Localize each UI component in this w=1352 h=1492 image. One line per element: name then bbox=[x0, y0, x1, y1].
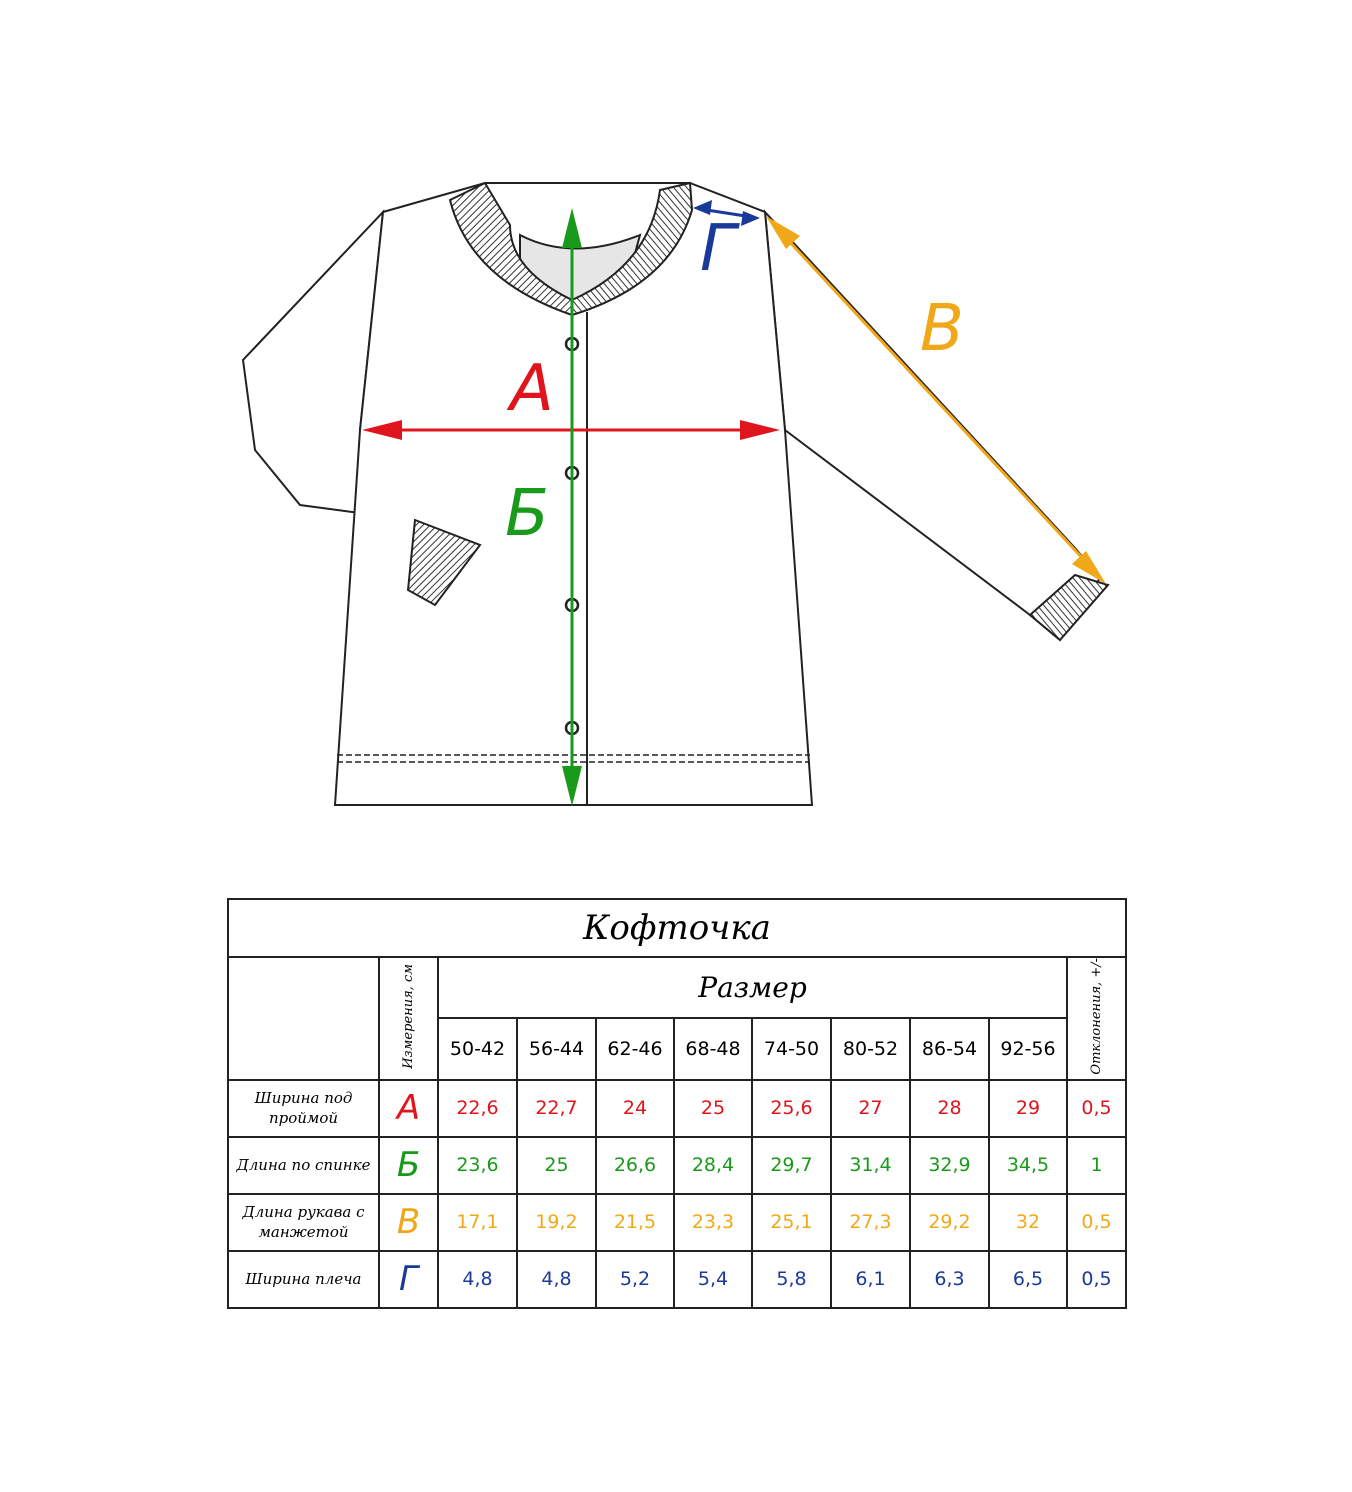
size-header-cell: 68-48 bbox=[673, 1017, 753, 1081]
deviation-cell: 0,5 bbox=[1066, 1249, 1127, 1309]
measure-b-arrow bbox=[562, 208, 582, 806]
value-cell: 6,1 bbox=[830, 1249, 911, 1309]
size-header-cell: 56-44 bbox=[516, 1017, 597, 1081]
deviation-cell: 0,5 bbox=[1066, 1078, 1127, 1138]
value-cell: 22,7 bbox=[516, 1078, 597, 1138]
value-cell: 32,9 bbox=[909, 1135, 990, 1195]
size-header: Размер bbox=[437, 955, 1068, 1020]
deviation-header: Отклонения, +/- bbox=[1066, 956, 1127, 1081]
row-letter: Г bbox=[378, 1249, 439, 1309]
value-cell: 5,4 bbox=[673, 1249, 753, 1309]
size-header-cell: 74-50 bbox=[751, 1017, 832, 1081]
value-cell: 27 bbox=[830, 1078, 911, 1138]
value-cell: 4,8 bbox=[516, 1249, 597, 1309]
size-header-cell: 92-56 bbox=[988, 1017, 1068, 1081]
value-cell: 5,8 bbox=[751, 1249, 832, 1309]
right-sleeve bbox=[763, 209, 1102, 642]
value-cell: 25,6 bbox=[751, 1078, 832, 1138]
row-label: Ширина плеча bbox=[227, 1249, 380, 1309]
value-cell: 25 bbox=[516, 1135, 597, 1195]
measure-v-arrow bbox=[766, 216, 1106, 584]
row-label: Длина по спинке bbox=[227, 1135, 380, 1195]
size-header-cell: 50-42 bbox=[437, 1017, 518, 1081]
value-cell: 24 bbox=[595, 1078, 675, 1138]
value-cell: 27,3 bbox=[830, 1192, 911, 1252]
garment-illustration: А Б В Г bbox=[241, 181, 1110, 806]
measurements-header: Измерения, см bbox=[378, 956, 439, 1081]
value-cell: 28 bbox=[909, 1078, 990, 1138]
table-title: Кофточка bbox=[227, 898, 1127, 958]
measure-g-arrow bbox=[693, 200, 760, 226]
empty-corner bbox=[227, 956, 380, 1081]
row-letter: Б bbox=[378, 1135, 439, 1195]
deviation-cell: 1 bbox=[1066, 1135, 1127, 1195]
value-cell: 6,5 bbox=[988, 1249, 1068, 1309]
value-cell: 29 bbox=[988, 1078, 1068, 1138]
size-header-cell: 86-54 bbox=[909, 1017, 990, 1081]
size-table: Кофточка Измерения, см Размер Отклонения… bbox=[227, 898, 1127, 1309]
value-cell: 6,3 bbox=[909, 1249, 990, 1309]
value-cell: 25,1 bbox=[751, 1192, 832, 1252]
size-header-cell: 80-52 bbox=[830, 1017, 911, 1081]
row-letter: В bbox=[378, 1192, 439, 1252]
label-a: А bbox=[506, 352, 554, 426]
deviation-cell: 0,5 bbox=[1066, 1192, 1127, 1252]
value-cell: 26,6 bbox=[595, 1135, 675, 1195]
value-cell: 4,8 bbox=[437, 1249, 518, 1309]
label-v: В bbox=[920, 292, 964, 366]
jacket-outline bbox=[241, 181, 1110, 806]
value-cell: 19,2 bbox=[516, 1192, 597, 1252]
value-cell: 29,7 bbox=[751, 1135, 832, 1195]
value-cell: 23,6 bbox=[437, 1135, 518, 1195]
value-cell: 23,3 bbox=[673, 1192, 753, 1252]
label-g: Г bbox=[700, 212, 740, 286]
value-cell: 32 bbox=[988, 1192, 1068, 1252]
row-label: Длина рукава с манжетой bbox=[227, 1192, 380, 1252]
value-cell: 34,5 bbox=[988, 1135, 1068, 1195]
row-letter: А bbox=[378, 1078, 439, 1138]
label-b: Б bbox=[505, 477, 549, 551]
value-cell: 22,6 bbox=[437, 1078, 518, 1138]
size-header-cell: 62-46 bbox=[595, 1017, 675, 1081]
right-cuff bbox=[1028, 573, 1110, 642]
value-cell: 5,2 bbox=[595, 1249, 675, 1309]
value-cell: 25 bbox=[673, 1078, 753, 1138]
value-cell: 17,1 bbox=[437, 1192, 518, 1252]
value-cell: 29,2 bbox=[909, 1192, 990, 1252]
value-cell: 21,5 bbox=[595, 1192, 675, 1252]
value-cell: 31,4 bbox=[830, 1135, 911, 1195]
left-cuff bbox=[406, 518, 482, 607]
value-cell: 28,4 bbox=[673, 1135, 753, 1195]
row-label: Ширина под проймой bbox=[227, 1078, 380, 1138]
